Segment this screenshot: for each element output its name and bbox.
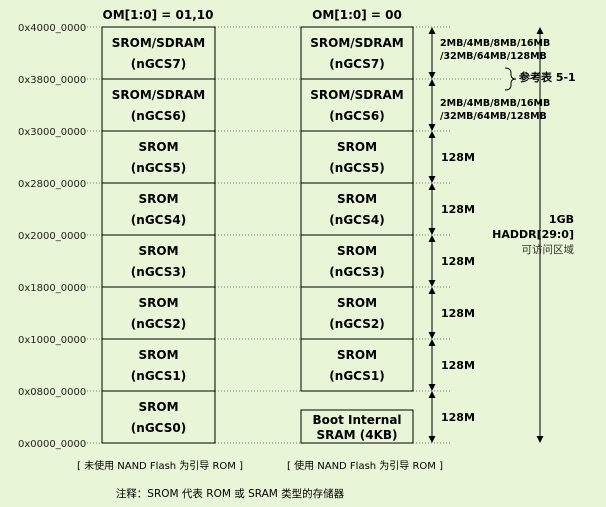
right-block-title: SROM bbox=[337, 244, 377, 258]
right-block-0 bbox=[300, 26, 414, 80]
address-label: 0x0000_0000 bbox=[18, 439, 86, 450]
bank-size-label: 128M bbox=[441, 203, 475, 216]
left-block-title: SROM bbox=[138, 296, 178, 310]
ref-table-label: 参考表 5-1 bbox=[519, 70, 576, 84]
right-block-title: SROM bbox=[337, 296, 377, 310]
address-label: 0x2800_0000 bbox=[18, 179, 86, 190]
sdram-size-gcs6-line1: 2MB/4MB/8MB/16MB bbox=[440, 98, 550, 109]
sdram-size-gcs7-line2: /32MB/64MB/128MB bbox=[440, 51, 547, 62]
bank-size-arrow bbox=[428, 131, 436, 183]
right-block-title: SROM/SDRAM bbox=[310, 88, 403, 102]
right-block-title: SROM bbox=[337, 192, 377, 206]
left-block-0 bbox=[101, 26, 216, 80]
left-block-title: SROM/SDRAM bbox=[112, 88, 205, 102]
caption-right: [ 使用 NAND Flash 为引导 ROM ] bbox=[287, 459, 443, 472]
address-label: 0x2000_0000 bbox=[18, 231, 86, 242]
address-label: 0x0800_0000 bbox=[18, 387, 86, 398]
address-label: 0x1800_0000 bbox=[18, 283, 86, 294]
address-label: 0x3000_0000 bbox=[18, 127, 86, 138]
right-block-chipselect: (nGCS6) bbox=[329, 109, 384, 123]
sdram-size-gcs7-line1: 2MB/4MB/8MB/16MB bbox=[440, 38, 550, 49]
left-block-title: SROM bbox=[138, 244, 178, 258]
boot-sram-size: SRAM (4KB) bbox=[316, 428, 397, 442]
right-block-chipselect: (nGCS3) bbox=[329, 265, 384, 279]
left-block-chipselect: (nGCS7) bbox=[131, 57, 186, 71]
bank-size-arrow bbox=[428, 235, 436, 287]
right-block-title: SROM/SDRAM bbox=[310, 36, 403, 50]
accessible-region-label: 可访问区域 bbox=[522, 243, 575, 256]
right-block-5 bbox=[300, 286, 414, 340]
address-label: 0x4000_0000 bbox=[18, 23, 86, 34]
bank-size-arrow bbox=[428, 339, 436, 391]
left-block-6 bbox=[101, 338, 216, 392]
haddr-label: HADDR[29:0] bbox=[492, 228, 574, 241]
header-left: OM[1:0] = 01,10 bbox=[103, 8, 214, 22]
right-block-chipselect: (nGCS7) bbox=[329, 57, 384, 71]
bank-size-arrow bbox=[428, 391, 436, 443]
footnote: 注释：SROM 代表 ROM 或 SRAM 类型的存储器 bbox=[116, 487, 345, 500]
right-block-6 bbox=[300, 338, 414, 392]
left-block-2 bbox=[101, 130, 216, 184]
sdram-size-gcs6-line2: /32MB/64MB/128MB bbox=[440, 111, 547, 122]
bank-size-label: 128M bbox=[441, 255, 475, 268]
left-block-3 bbox=[101, 182, 216, 236]
left-block-chipselect: (nGCS3) bbox=[131, 265, 186, 279]
right-block-2 bbox=[300, 130, 414, 184]
right-block-title: SROM bbox=[337, 140, 377, 154]
boot-sram-block bbox=[300, 409, 414, 444]
right-block-chipselect: (nGCS1) bbox=[329, 369, 384, 383]
left-block-title: SROM bbox=[138, 400, 178, 414]
boot-sram-title: Boot Internal bbox=[312, 413, 401, 427]
left-block-5 bbox=[101, 286, 216, 340]
caption-left: [ 未使用 NAND Flash 为引导 ROM ] bbox=[77, 459, 243, 472]
left-block-4 bbox=[101, 234, 216, 288]
left-block-chipselect: (nGCS6) bbox=[131, 109, 186, 123]
left-block-7 bbox=[101, 390, 216, 444]
bank-size-label: 128M bbox=[441, 151, 475, 164]
total-range-arrow bbox=[536, 27, 544, 443]
bank-size-label: 128M bbox=[441, 359, 475, 372]
right-block-chipselect: (nGCS5) bbox=[329, 161, 384, 175]
bank-size-arrow bbox=[428, 287, 436, 339]
left-block-title: SROM/SDRAM bbox=[112, 36, 205, 50]
left-block-title: SROM bbox=[138, 192, 178, 206]
left-block-title: SROM bbox=[138, 348, 178, 362]
address-label: 0x3800_0000 bbox=[18, 75, 86, 86]
address-label: 0x1000_0000 bbox=[18, 335, 86, 346]
bank-size-arrow bbox=[428, 183, 436, 235]
right-block-4 bbox=[300, 234, 414, 288]
bank-size-arrow bbox=[428, 79, 436, 131]
total-size-label: 1GB bbox=[549, 213, 574, 226]
left-block-chipselect: (nGCS2) bbox=[131, 317, 186, 331]
left-block-title: SROM bbox=[138, 140, 178, 154]
right-block-1 bbox=[300, 78, 414, 132]
left-block-chipselect: (nGCS4) bbox=[131, 213, 186, 227]
right-block-title: SROM bbox=[337, 348, 377, 362]
bank-size-arrow bbox=[428, 27, 436, 79]
right-block-3 bbox=[300, 182, 414, 236]
bank-size-label: 128M bbox=[441, 307, 475, 320]
right-block-chipselect: (nGCS4) bbox=[329, 213, 384, 227]
ref-table-brace-icon bbox=[504, 67, 517, 91]
left-block-chipselect: (nGCS0) bbox=[131, 421, 186, 435]
left-block-chipselect: (nGCS1) bbox=[131, 369, 186, 383]
bank-size-label: 128M bbox=[441, 411, 475, 424]
left-block-chipselect: (nGCS5) bbox=[131, 161, 186, 175]
header-right: OM[1:0] = 00 bbox=[312, 8, 402, 22]
right-block-chipselect: (nGCS2) bbox=[329, 317, 384, 331]
left-block-1 bbox=[101, 78, 216, 132]
